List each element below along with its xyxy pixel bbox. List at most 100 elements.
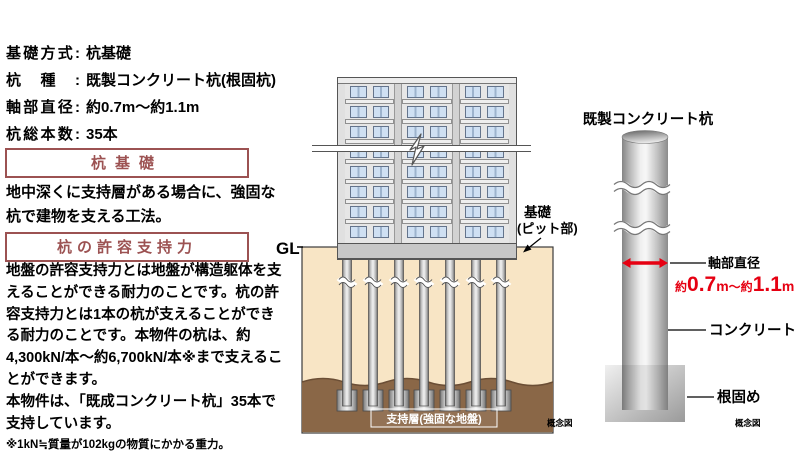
shaft-diameter-value: 約0.7m～約1.1m <box>675 273 794 296</box>
balcony-band <box>459 219 509 224</box>
window <box>350 106 367 118</box>
pile <box>490 255 512 412</box>
spec-value: 35本 <box>86 126 118 143</box>
bearing-capacity-paragraph: 地盤の許容支持力とは地盤が構造躯体を支えることができる耐力のことです。杭の許容支… <box>6 263 283 388</box>
foundation-pit-label-line1: 基礎 <box>524 204 552 220</box>
building-roof <box>338 78 516 84</box>
window-row <box>347 166 392 178</box>
balcony-band <box>345 199 395 204</box>
gl-label: GL <box>276 239 300 258</box>
window-row <box>404 106 449 118</box>
balcony-band <box>402 219 452 224</box>
building-body <box>338 84 516 243</box>
window-row <box>347 106 392 118</box>
spec-row-shaft-diameter: 軸部直径: 約0.7m～約1.1m <box>6 94 290 121</box>
window <box>464 186 482 198</box>
window-row <box>462 206 507 218</box>
pile-top-face <box>621 130 669 144</box>
balcony-band <box>345 219 395 224</box>
concrete-label: コンクリート <box>709 322 796 339</box>
window-row <box>404 86 449 98</box>
window <box>407 186 424 198</box>
window-row <box>462 106 507 118</box>
height-break-line <box>312 133 531 166</box>
shaft-diameter-arrow <box>622 258 668 268</box>
balcony-band <box>459 99 509 104</box>
spec-label: 軸部直径: <box>6 99 80 116</box>
window <box>464 206 482 218</box>
window-row <box>462 186 507 198</box>
break-zigzag-icon <box>409 133 425 166</box>
building-wall-left <box>338 84 345 243</box>
pile <box>413 255 435 412</box>
spec-value: 約0.7m～約1.1m <box>86 99 200 116</box>
pile-break-wave <box>611 220 673 236</box>
window <box>430 206 447 218</box>
spec-value: 杭基礎 <box>86 45 132 62</box>
foundation-pit-label-line2: (ピット部) <box>517 221 578 236</box>
window <box>350 126 367 138</box>
spec-label: 杭総本数: <box>6 126 80 143</box>
pile-break-wave <box>611 180 673 196</box>
window <box>464 126 482 138</box>
window-row <box>404 226 449 238</box>
window <box>464 226 482 238</box>
spec-row-foundation-method: 基礎方式: 杭基礎 <box>6 40 290 67</box>
window-row <box>347 226 392 238</box>
building <box>312 77 531 260</box>
balcony-band <box>402 99 452 104</box>
window-row <box>404 186 449 198</box>
kn-footnote: ※1kN≒質量が102kgの物質にかかる重力。 <box>6 439 231 452</box>
balcony-band <box>459 199 509 204</box>
pile <box>388 255 410 412</box>
window-row <box>347 86 392 98</box>
building-pillar <box>451 84 460 243</box>
root-hardening-label: 根固め <box>717 388 761 406</box>
spec-row-pile-count: 杭総本数: 35本 <box>6 121 290 148</box>
balcony-band <box>402 119 452 124</box>
window <box>487 206 504 218</box>
window <box>372 226 390 238</box>
window-row <box>347 206 392 218</box>
balcony-band <box>459 119 509 124</box>
window <box>372 86 390 98</box>
balcony-band <box>459 159 509 164</box>
balcony-band <box>345 139 395 144</box>
spec-label: 基礎方式: <box>6 45 80 62</box>
window-row <box>347 126 392 138</box>
window <box>407 106 424 118</box>
window <box>430 106 447 118</box>
spec-list: 基礎方式: 杭基礎 杭種: 既製コンクリート杭(根固杭) 軸部直径: 約0.7m… <box>6 40 290 148</box>
bearing-capacity-paragraph2: 本物件は、「既成コンクリート杭」35本で支持しています。 <box>6 393 276 432</box>
balcony-band <box>459 139 509 144</box>
window <box>372 206 390 218</box>
window <box>350 206 367 218</box>
building-bay <box>459 84 509 243</box>
window <box>407 166 424 178</box>
pile-shaft-embedded <box>622 365 668 410</box>
heading-pile-foundation: 杭基礎 <box>5 148 249 178</box>
window-row <box>404 206 449 218</box>
window <box>487 186 504 198</box>
window <box>350 166 367 178</box>
balcony-band <box>459 179 509 184</box>
building-wall-right <box>508 84 516 243</box>
window-row <box>404 166 449 178</box>
window <box>407 206 424 218</box>
window <box>430 186 447 198</box>
window <box>430 226 447 238</box>
building-bay <box>345 84 395 243</box>
window <box>487 226 504 238</box>
window <box>407 86 424 98</box>
window <box>487 126 504 138</box>
balcony-band <box>402 179 452 184</box>
window <box>464 166 482 178</box>
window <box>487 86 504 98</box>
window <box>350 226 367 238</box>
bearing-capacity-text: 地盤の許容支持力とは地盤が構造躯体を支えることができる耐力のことです。杭の許容支… <box>6 261 288 453</box>
window <box>372 106 390 118</box>
support-layer-label-box <box>370 408 498 428</box>
window <box>464 106 482 118</box>
spec-row-pile-type: 杭種: 既製コンクリート杭(根固杭) <box>6 67 290 94</box>
